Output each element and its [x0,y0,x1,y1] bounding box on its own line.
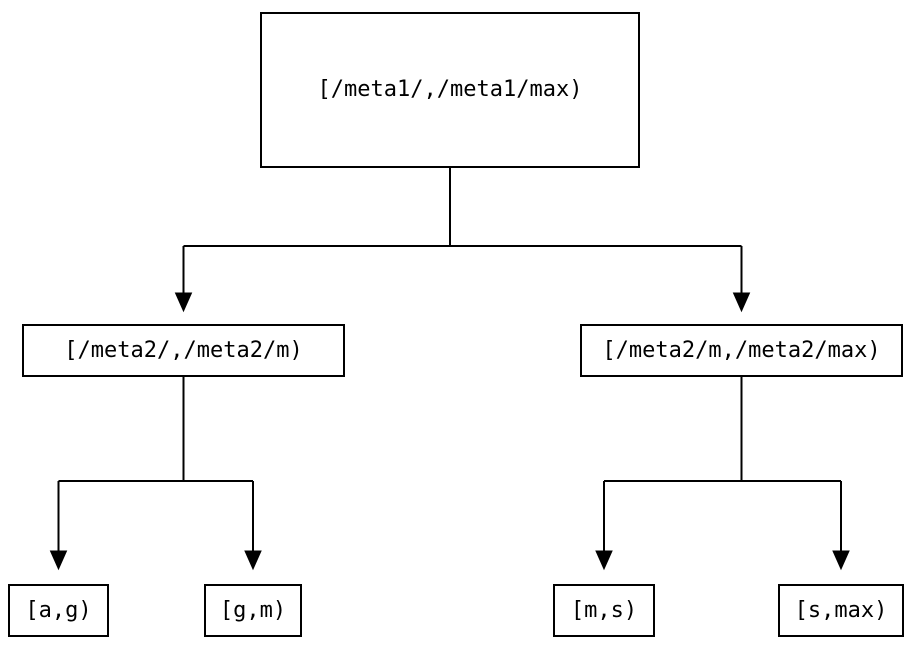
node-leaf-smax: [s,max) [778,584,904,637]
arrowhead-left-child [174,292,193,313]
arrowhead-leaf0 [49,550,68,571]
arrowhead-leaf1 [244,550,262,571]
node-leaf-ms: [m,s) [553,584,655,637]
node-root: [/meta1/,/meta1/max) [260,12,640,168]
node-right-child: [/meta2/m,/meta2/max) [580,324,903,377]
node-leaf-ag: [a,g) [8,584,109,637]
arrowhead-leaf2 [595,550,613,571]
node-leaf-gm: [g,m) [204,584,302,637]
arrowhead-right-child [732,292,751,313]
arrowhead-leaf3 [832,550,850,571]
node-left-child: [/meta2/,/meta2/m) [22,324,345,377]
